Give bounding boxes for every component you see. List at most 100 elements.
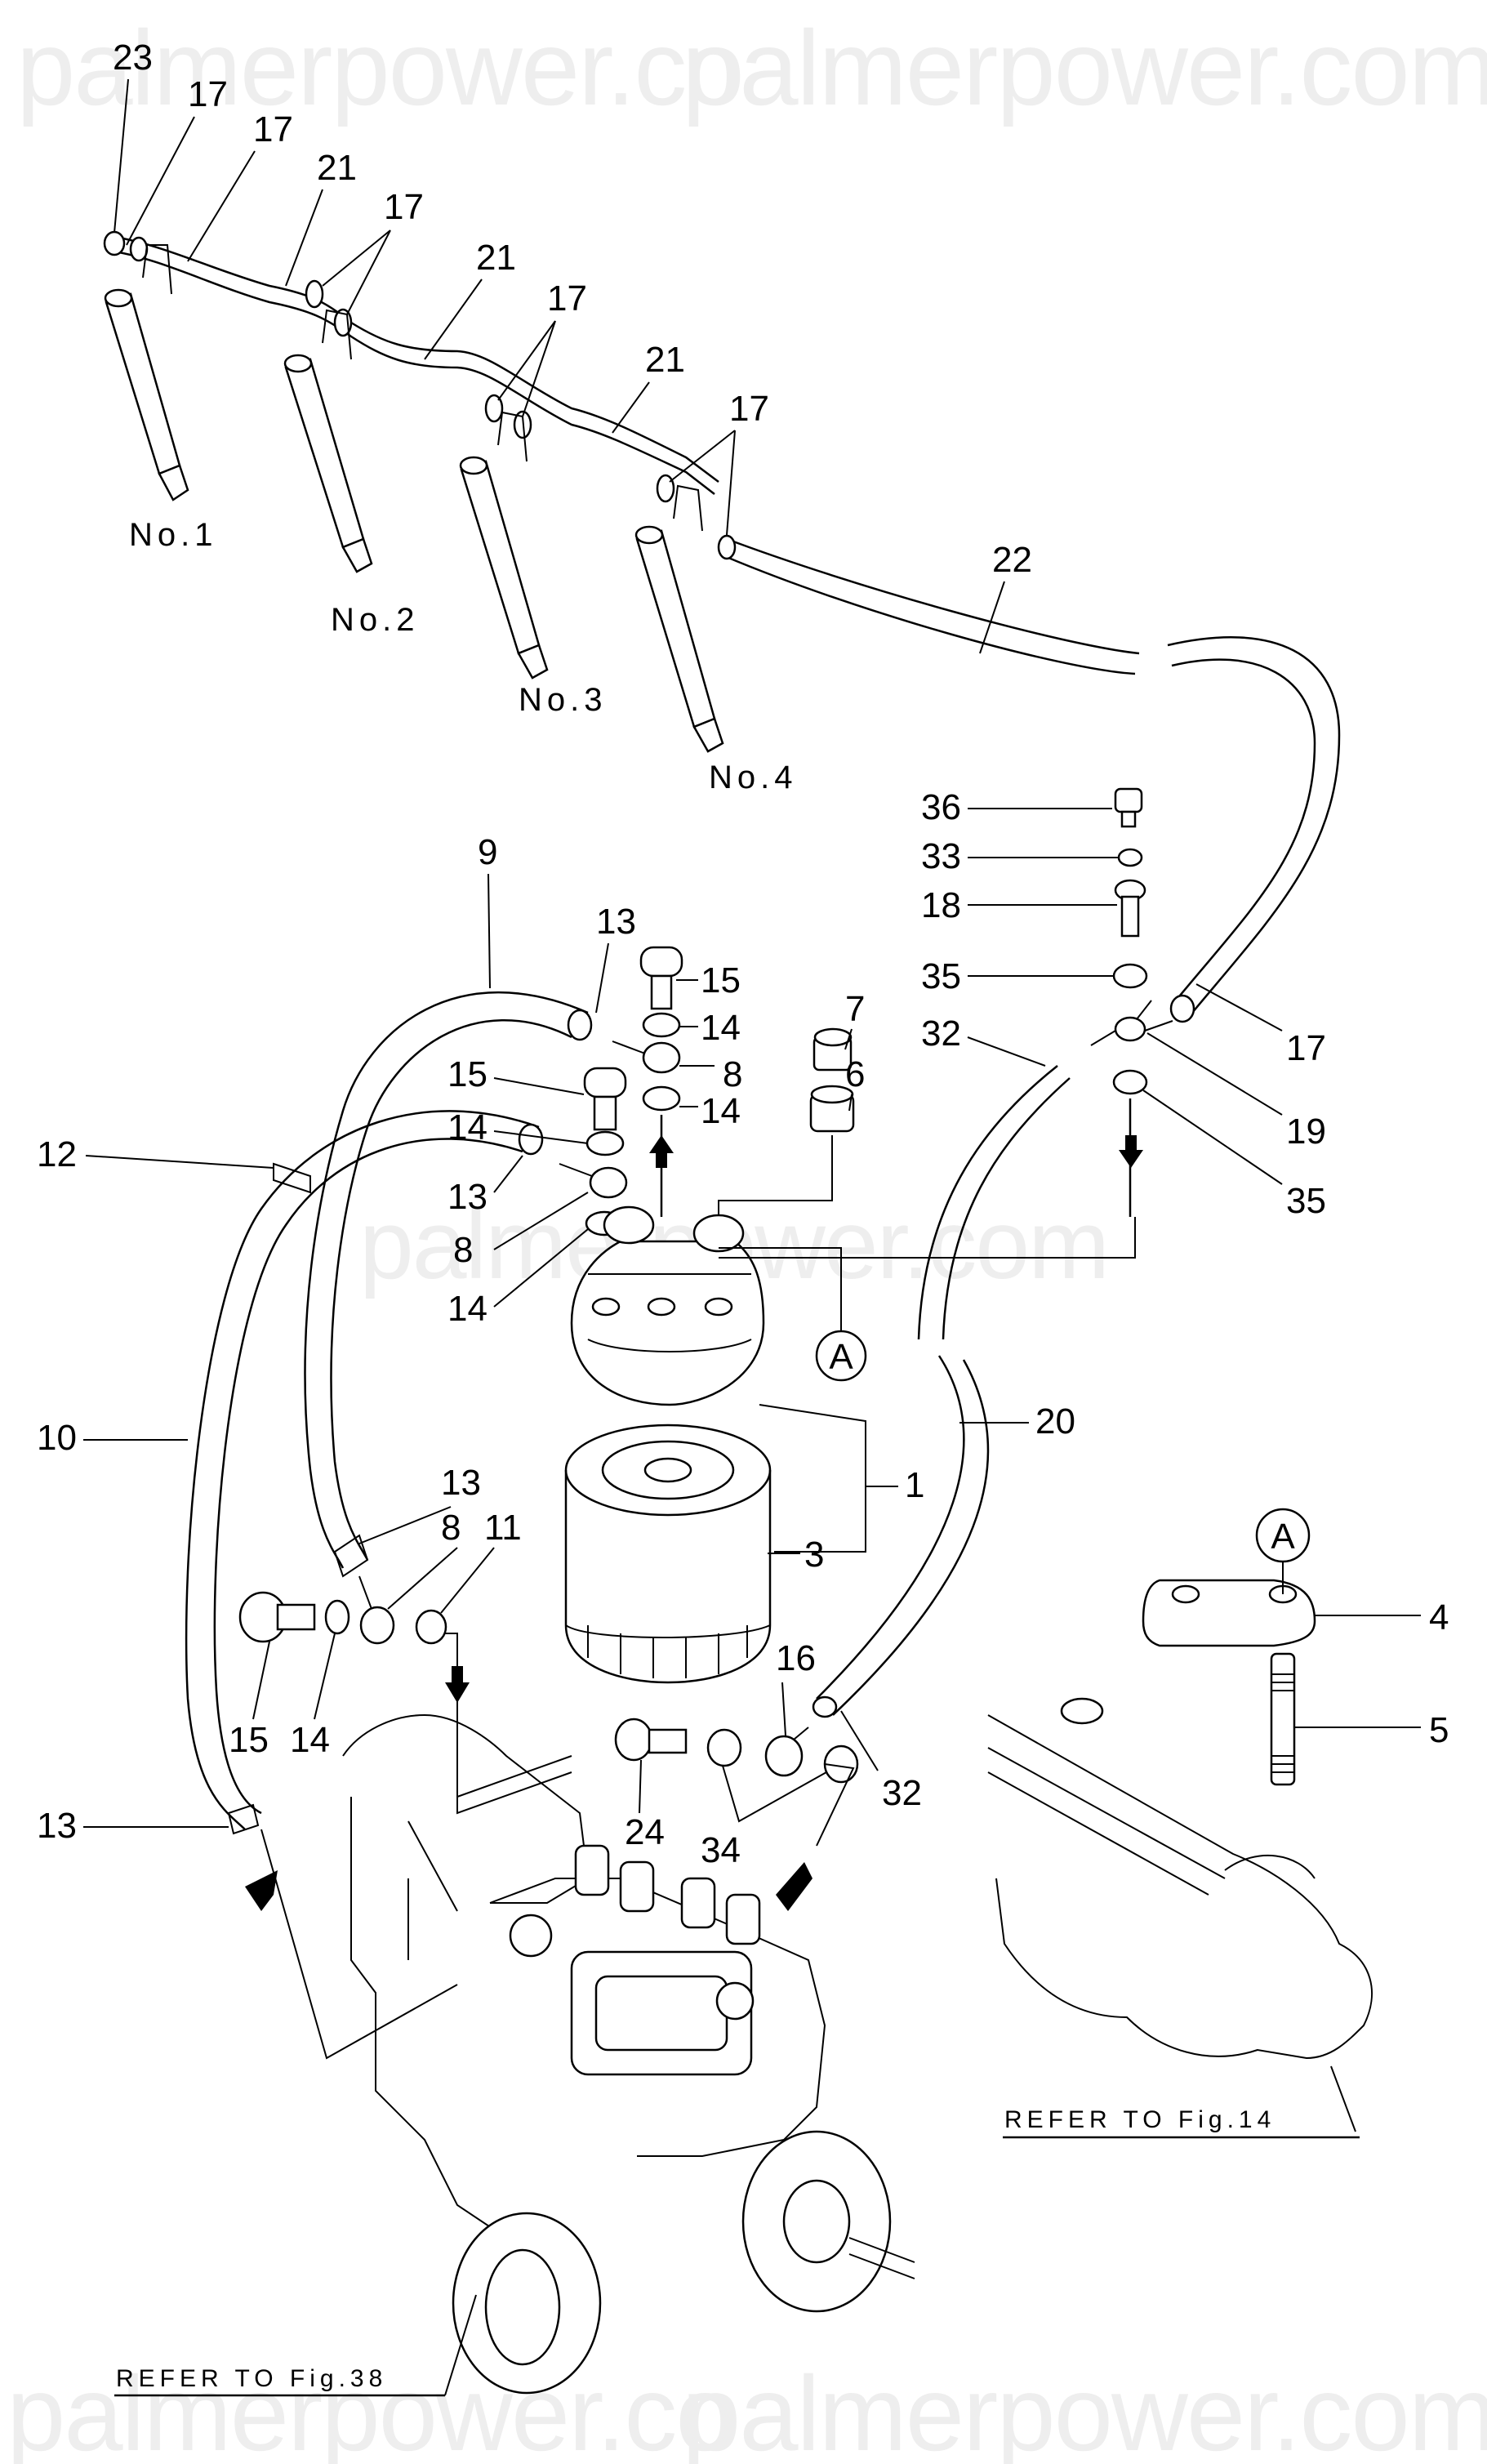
callout-13: 13 xyxy=(447,1177,488,1217)
banjo-bolt-15 xyxy=(639,946,683,978)
tee-19 xyxy=(1114,1016,1146,1042)
gasket-14 xyxy=(324,1599,350,1635)
callout-15: 15 xyxy=(447,1054,488,1094)
callout-13: 13 xyxy=(441,1463,481,1503)
leakoff-pipe-upper-edge xyxy=(114,235,719,483)
callout-15: 15 xyxy=(229,1720,269,1760)
callout-9: 9 xyxy=(478,832,497,872)
leader xyxy=(424,278,483,360)
callout-35: 35 xyxy=(1286,1181,1326,1221)
leader xyxy=(493,1228,589,1308)
leader xyxy=(488,873,491,989)
callout-8: 8 xyxy=(453,1230,473,1270)
banjo-8-nipple xyxy=(612,1040,646,1054)
leader xyxy=(126,116,195,246)
callout-3: 3 xyxy=(804,1535,824,1575)
callouts: 23 17 17 21 17 21 17 21 17 22 36 33 18 3… xyxy=(37,38,1449,1870)
callout-6: 6 xyxy=(845,1054,865,1094)
leader xyxy=(726,430,736,536)
leader xyxy=(497,320,556,401)
leader xyxy=(848,1094,853,1112)
leader xyxy=(639,1759,642,1814)
callout-10: 10 xyxy=(37,1418,77,1458)
bolt-36-thread xyxy=(1120,810,1137,828)
callout-17: 17 xyxy=(253,109,293,149)
leader xyxy=(285,189,323,287)
callout-18: 18 xyxy=(921,885,961,925)
callout-11: 11 xyxy=(484,1508,522,1548)
gasket-14 xyxy=(642,1012,681,1038)
callout-13: 13 xyxy=(596,902,636,942)
washer-33 xyxy=(1117,848,1143,867)
leader xyxy=(440,1547,495,1614)
fuel-filter-cartridge-3 xyxy=(564,1424,772,1684)
callout-32: 32 xyxy=(921,1014,961,1054)
callout-34: 34 xyxy=(701,1830,741,1870)
leader xyxy=(595,942,609,1014)
nut-7-top xyxy=(813,1027,853,1047)
leader xyxy=(522,320,556,417)
leader xyxy=(816,1763,855,1847)
banjo-eye-8 xyxy=(359,1606,395,1645)
watermark-top-right: palmerpower.com xyxy=(682,8,1487,127)
leakoff-pipe-lower-edge xyxy=(114,250,715,495)
hose-20 xyxy=(812,1065,1071,1718)
pump-boss xyxy=(715,1981,755,2021)
banjo-8-nipple xyxy=(358,1575,372,1610)
callout-5: 5 xyxy=(1429,1710,1449,1750)
gasket-35-lower xyxy=(1112,1069,1148,1095)
clamp-12 xyxy=(273,1162,311,1194)
callout-14: 14 xyxy=(701,1091,741,1131)
callout-14: 14 xyxy=(447,1107,488,1147)
callout-17: 17 xyxy=(384,187,424,227)
gasket-34 xyxy=(706,1728,742,1767)
detail-marker-label: A xyxy=(1271,1517,1295,1557)
leader xyxy=(456,1755,572,1815)
banjo-eye-8 xyxy=(589,1166,628,1199)
leader xyxy=(669,430,736,483)
leader xyxy=(187,150,256,262)
callout-35: 35 xyxy=(921,956,961,996)
banjo-8-nipple xyxy=(559,1163,593,1177)
callout-12: 12 xyxy=(37,1134,77,1174)
direction-arrow-down xyxy=(1119,1135,1143,1168)
leader xyxy=(612,381,650,434)
left-pump-fittings xyxy=(238,1575,470,1797)
callout-22: 22 xyxy=(992,540,1032,580)
leader xyxy=(252,1641,270,1720)
bracket-4-and-stud-5: A xyxy=(1142,1508,1316,1786)
callout-16: 16 xyxy=(776,1638,816,1678)
leader xyxy=(844,1028,853,1050)
callout-17: 17 xyxy=(547,278,587,319)
leader xyxy=(781,1682,786,1736)
gasket-35-upper xyxy=(1112,963,1148,989)
hose-clip-13 xyxy=(227,1803,260,1835)
pump-boss xyxy=(509,1914,553,1958)
callout-36: 36 xyxy=(921,787,961,827)
delivery-valve xyxy=(680,1877,716,1929)
callout-14: 14 xyxy=(701,1008,741,1048)
delivery-valve xyxy=(725,1893,761,1945)
leader xyxy=(718,1135,833,1217)
leader xyxy=(1142,1089,1283,1185)
leader xyxy=(387,1547,458,1610)
pump-cover-inner xyxy=(594,1975,728,2052)
cylinder-label-no2: No.2 xyxy=(331,602,420,638)
return-fittings xyxy=(614,1718,859,1911)
callout-8: 8 xyxy=(723,1054,742,1094)
hose-clip-17 xyxy=(484,394,504,423)
nut-6-top xyxy=(810,1085,854,1104)
banjo-eye-16 xyxy=(764,1735,804,1777)
leader xyxy=(444,2294,477,2396)
hose-clip-13 xyxy=(333,1534,369,1578)
banjo-eye-8 xyxy=(642,1041,681,1074)
leader xyxy=(445,1633,458,1797)
banjo-bolt-18-body xyxy=(1120,895,1140,938)
stud-5 xyxy=(1270,1652,1296,1786)
callout-1: 1 xyxy=(905,1465,924,1505)
reference-fig14: REFER TO Fig.14 xyxy=(1003,2106,1360,2139)
reference-fig14-label: REFER TO Fig.14 xyxy=(1004,2106,1276,2133)
banjo-bolt-15-body xyxy=(650,974,673,1010)
cylinder-label-no3: No.3 xyxy=(519,682,608,718)
